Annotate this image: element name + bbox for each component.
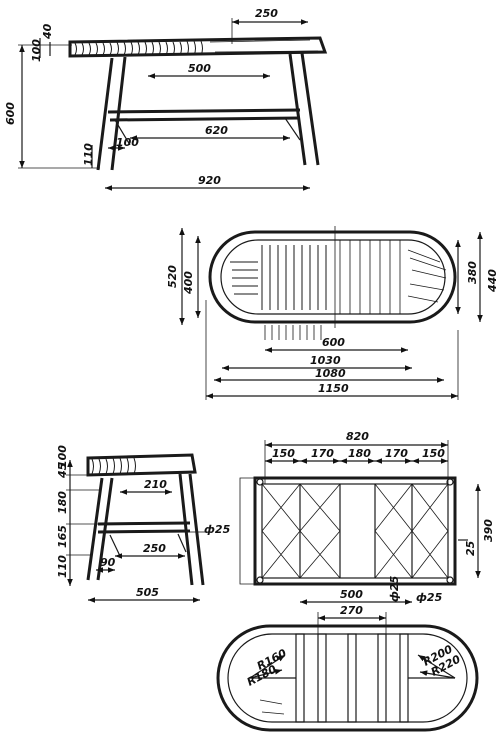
dim-110: 110	[56, 555, 69, 578]
dim-520: 520	[166, 265, 179, 288]
frame-panels	[261, 483, 449, 579]
dim-440: 440	[486, 269, 499, 293]
dim-45: 45	[56, 462, 69, 479]
dim-170b: 170	[385, 447, 408, 460]
dim-phi25b: ф25	[416, 591, 443, 604]
dim-180: 180	[56, 491, 69, 514]
dim-920: 920	[198, 174, 221, 187]
dim-165: 165	[56, 525, 69, 548]
dim-210: 210	[144, 478, 167, 491]
dim-620: 620	[205, 124, 228, 137]
drawing-3-small-table-side-view: 45 100 180 165 110 210 250 90 505 ф25	[56, 445, 231, 603]
dim-500: 500	[340, 588, 363, 601]
dim-25: 25	[464, 540, 477, 556]
dim-90: 90	[100, 556, 116, 569]
dim-250: 250	[143, 542, 166, 555]
dim-600: 600	[4, 102, 17, 125]
dim-390: 390	[482, 519, 495, 542]
dim-380: 380	[466, 261, 479, 284]
dim-110: 110	[82, 143, 95, 166]
dim-phi25: ф25	[204, 523, 231, 536]
dim-180: 180	[348, 447, 371, 460]
dim-100: 100	[30, 39, 43, 62]
dim-150a: 150	[272, 447, 295, 460]
dim-500: 500	[188, 62, 211, 75]
dim-1030: 1030	[310, 354, 341, 367]
dim-1080: 1080	[315, 367, 346, 380]
dim-600: 600	[322, 336, 345, 349]
tabletop-top-weave	[230, 240, 447, 340]
drawing-4-frame-top-view: 820 150 170 180 170 150 390 25 500 ф25 ф…	[239, 430, 495, 605]
dim-250: 250	[255, 7, 278, 20]
dim-820: 820	[346, 430, 369, 443]
drawing-5-oval-shelf-top-view: 270 R160 R180 R200 R220	[216, 604, 479, 732]
dim-phi25a: ф25	[388, 575, 401, 602]
tabletop-weave	[74, 39, 319, 56]
dim-150b: 150	[422, 447, 445, 460]
drawing-2-table-top-view: 520 400 380 440 600 1030 1080 1150	[166, 226, 499, 400]
dim-505: 505	[136, 586, 159, 599]
dim-40: 40	[41, 23, 54, 40]
dim-270: 270	[340, 604, 363, 617]
dim-100: 100	[56, 445, 69, 468]
dim-100b: 100	[116, 136, 139, 149]
drawing-1-table-side-view: 250 40 100 600 500 620 110 100 920	[4, 7, 328, 191]
dim-1150: 1150	[318, 382, 349, 395]
dim-170a: 170	[311, 447, 334, 460]
dim-400: 400	[182, 271, 195, 295]
